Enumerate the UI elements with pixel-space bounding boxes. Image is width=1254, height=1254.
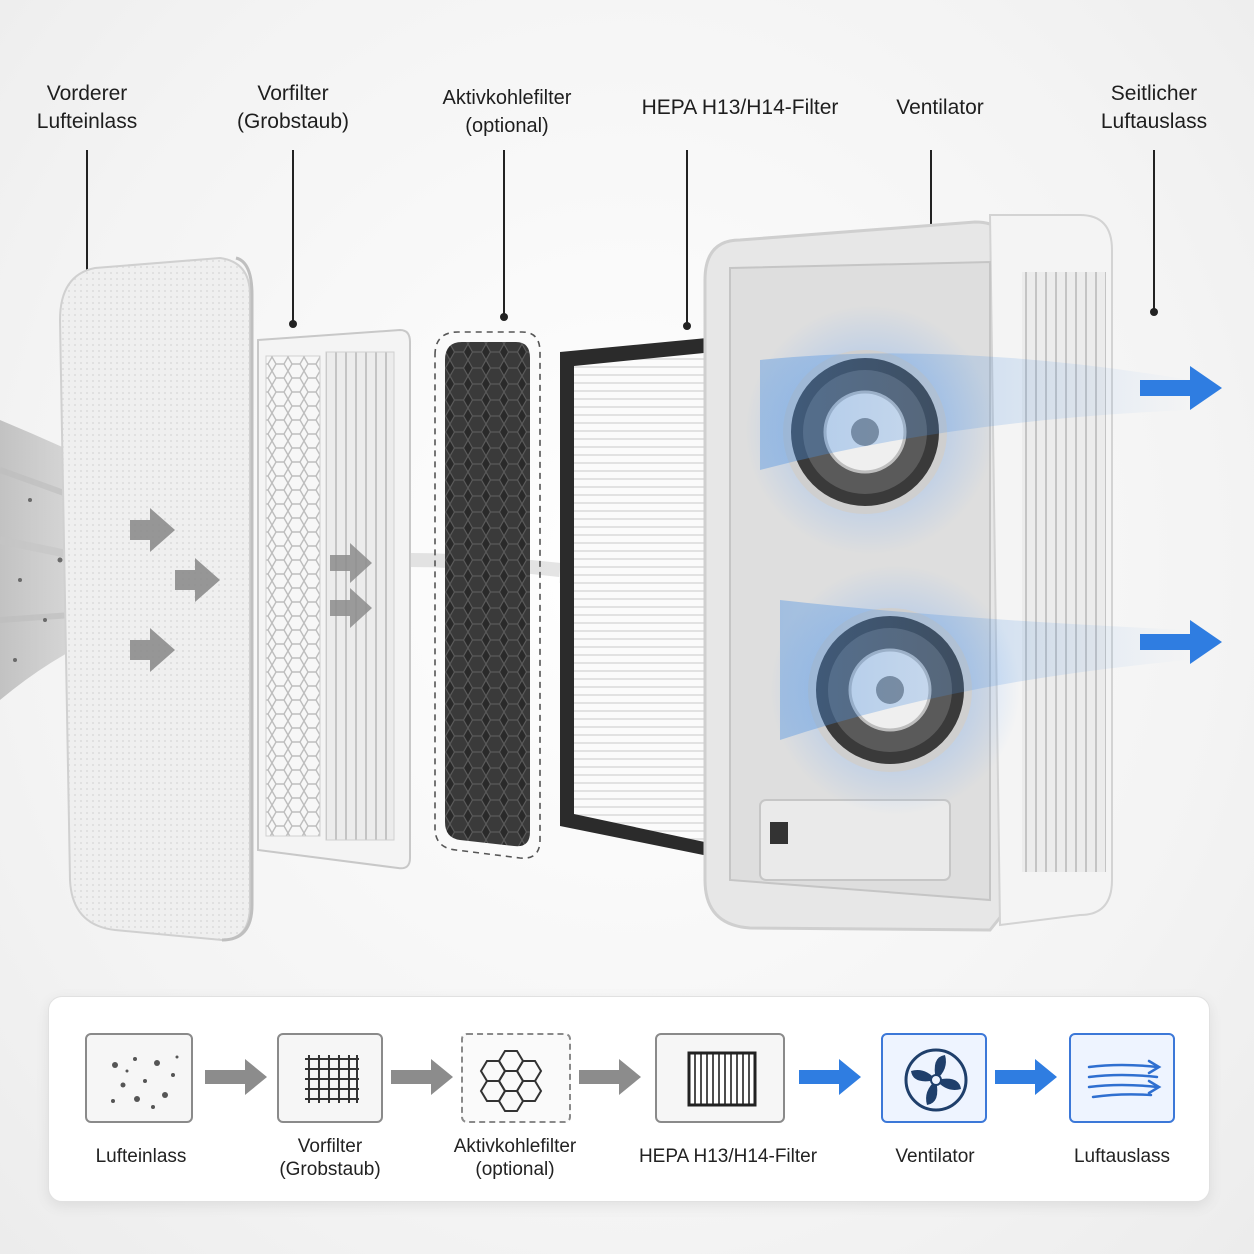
- pleated-filter-icon: [687, 1051, 757, 1107]
- leader-line-front-inlet: [86, 150, 88, 310]
- callout-front-inlet: Vorderer Lufteinlass: [36, 82, 138, 133]
- leader-dot-outlet: [1150, 308, 1158, 316]
- grid-mesh-icon: [305, 1055, 359, 1103]
- blue-outflow: [760, 353, 1222, 740]
- step-label-inlet: Lufteinlass: [95, 1146, 187, 1167]
- step-box-fan: [881, 1033, 987, 1123]
- flow-arrow-2: [391, 1059, 453, 1095]
- step-box-hepa: [655, 1033, 785, 1123]
- flow-arrow-5: [995, 1059, 1057, 1095]
- leader-line-carbon: [503, 150, 505, 315]
- exploded-view-illustration: [0, 214, 1222, 942]
- flow-summary-panel: Lufteinlass Vorfilter (Grobstaub): [48, 996, 1210, 1202]
- callout-carbon-filter: Aktivkohlefilter (optional): [442, 87, 572, 137]
- step-box-carbon: [461, 1033, 571, 1123]
- step-box-inlet: [85, 1033, 193, 1123]
- step-label-fan: Ventilator: [895, 1146, 975, 1167]
- carbon-filter-panel: [434, 331, 541, 859]
- leader-line-prefilter: [292, 150, 294, 322]
- leader-line-hepa: [686, 150, 688, 325]
- leader-dot-hepa: [683, 322, 691, 330]
- honeycomb-icon: [479, 1050, 543, 1112]
- leader-dot-prefilter: [289, 320, 297, 328]
- step-label-outlet: Luftauslass: [1073, 1146, 1171, 1167]
- step-label-carbon: Aktivkohlefilter (optional): [453, 1136, 577, 1180]
- leader-line-outlet: [1153, 150, 1155, 310]
- flow-arrow-3: [579, 1059, 641, 1095]
- step-label-hepa: HEPA H13/H14-Filter: [638, 1146, 818, 1167]
- flow-arrow-1: [205, 1059, 267, 1095]
- front-inlet-cover: [58, 256, 254, 942]
- airflow-lines-icon: [1087, 1059, 1162, 1099]
- callout-prefilter: Vorfilter (Grobstaub): [236, 82, 350, 133]
- prefilter-frame: [257, 328, 411, 870]
- callout-fan: Ventilator: [896, 96, 984, 119]
- leader-dot-carbon: [500, 313, 508, 321]
- hepa-filter-panel: [560, 336, 728, 860]
- callout-side-outlet: Seitlicher Luftauslass: [1100, 82, 1208, 133]
- flow-arrow-4: [799, 1059, 861, 1095]
- step-label-prefilter: Vorfilter (Grobstaub): [279, 1136, 381, 1180]
- step-box-outlet: [1069, 1033, 1175, 1123]
- particles-icon: [111, 1055, 179, 1109]
- step-box-prefilter: [277, 1033, 383, 1123]
- fan-icon: [904, 1048, 968, 1112]
- callout-hepa-filter: HEPA H13/H14-Filter: [641, 96, 839, 119]
